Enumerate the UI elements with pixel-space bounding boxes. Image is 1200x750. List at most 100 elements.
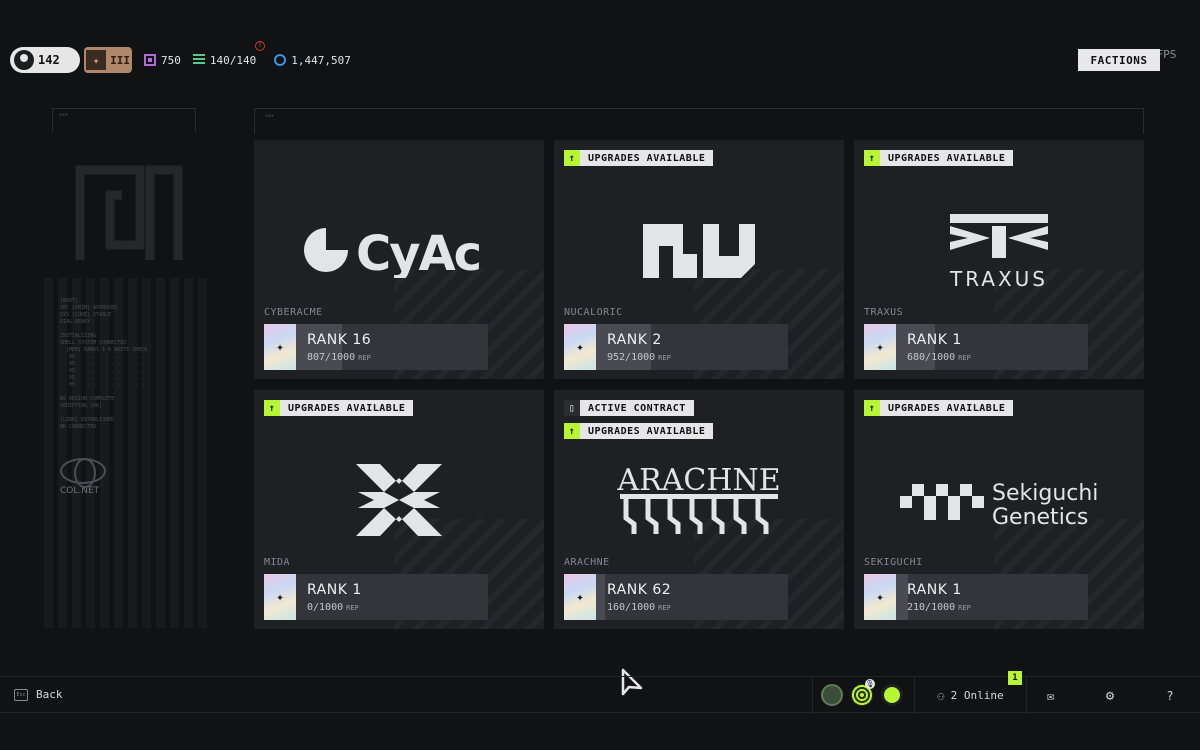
- mida-logo-icon: [356, 464, 442, 536]
- badge-label: UPGRADES AVAILABLE: [888, 152, 1006, 164]
- rank-sparkle-icon: ✦: [264, 324, 296, 370]
- rep-unit: REP: [658, 354, 671, 362]
- rank-label: RANK 2: [607, 332, 662, 348]
- prestige-icon: ✦: [86, 50, 107, 70]
- active-contract-badge: ▯ ACTIVE CONTRACT: [564, 400, 694, 416]
- arrow-up-icon: ↑: [564, 150, 580, 166]
- bottom-bar: Esc Back 🎙 ⚇ 2 Online 1 ✉ ⚙ ?: [0, 671, 1200, 714]
- faction-name: NUCALORIC: [564, 307, 623, 318]
- credits: 1,447,507: [274, 54, 351, 67]
- rep-value: 210/1000: [907, 602, 956, 613]
- mida-logo: [254, 462, 544, 538]
- rep-value: 0/1000: [307, 602, 344, 613]
- system-log-decor: [BOOT] SEC [PRIM] APPROVED SYS [CORE] ST…: [60, 298, 148, 430]
- arachne-logo-text: ARACHNE: [616, 463, 780, 498]
- player-level: 142: [38, 53, 60, 67]
- left-decor-frame: ▪▪▪: [52, 108, 196, 132]
- upgrades-available-badge: ↑ UPGRADES AVAILABLE: [864, 400, 1014, 416]
- player-avatar-icon: [14, 50, 34, 70]
- prestige-badge[interactable]: ✦ III: [84, 47, 132, 73]
- faction-name: ARACHNE: [564, 557, 610, 568]
- upgrades-available-badge: ↑ UPGRADES AVAILABLE: [564, 150, 714, 166]
- rank-label: RANK 62: [607, 582, 672, 598]
- traxus-logo-icon: TRAXUS: [949, 214, 1048, 290]
- settings-button[interactable]: ⚙: [1086, 677, 1134, 714]
- voice-icon: 🎙: [865, 679, 875, 689]
- purple-currency-icon: [144, 54, 156, 66]
- traxus-logo: TRAXUS: [854, 214, 1144, 290]
- rep-value: 160/1000: [607, 602, 656, 613]
- online-count: 2 Online: [950, 689, 1004, 702]
- online-friends: ⚇ 2 Online: [937, 689, 1003, 703]
- faction-card-nucaloric[interactable]: ↑ UPGRADES AVAILABLE NUCALORIC ✦ RANK 2 …: [554, 140, 844, 379]
- rank-label: RANK 1: [907, 332, 962, 348]
- inventory-value: 140/140: [209, 53, 257, 67]
- faction-card-sekiguchi[interactable]: ↑ UPGRADES AVAILABLE Sekiguchi Genetics …: [854, 390, 1144, 629]
- party-avatar-2[interactable]: [851, 684, 873, 706]
- decor-stripes: [44, 278, 209, 628]
- badge-label: UPGRADES AVAILABLE: [288, 402, 406, 414]
- arrow-up-icon: ↑: [864, 150, 880, 166]
- arrow-up-icon: ↑: [264, 400, 280, 416]
- rank-label: RANK 1: [307, 582, 362, 598]
- faction-name: CYBERACME: [264, 307, 323, 318]
- grid-decor-frame: ▪▪▪: [254, 108, 1144, 134]
- mail-button[interactable]: ✉: [1026, 677, 1074, 714]
- esc-key-icon: Esc: [14, 688, 28, 701]
- left-decor-panel: ▪▪▪ [BOOT] SEC [PRIM] APPROVED SYS [CORE…: [40, 108, 210, 628]
- friends-icon: ⚇: [937, 688, 945, 703]
- rank-sparkle-icon: ✦: [864, 324, 896, 370]
- party-avatar-1[interactable]: [821, 684, 843, 706]
- rep-value: 680/1000: [907, 352, 956, 363]
- inventory-icon: [192, 54, 205, 66]
- rank-label: RANK 1: [907, 582, 962, 598]
- sekiguchi-logo-icon: Sekiguchi Genetics: [900, 481, 1098, 528]
- online-friends-button[interactable]: ⚇ 2 Online: [914, 677, 1026, 714]
- faction-name: SEKIGUCHI: [864, 557, 923, 568]
- inventory-capacity: 140/140: [192, 53, 257, 67]
- party-avatars: 🎙: [812, 677, 914, 714]
- player-level-badge[interactable]: 142: [10, 47, 80, 73]
- gear-icon: ⚙: [1105, 687, 1115, 704]
- alert-icon[interactable]: !: [255, 41, 265, 51]
- nu-logo-icon: [643, 224, 755, 278]
- rank-sparkle-icon: ✦: [264, 574, 296, 620]
- upgrades-available-badge: ↑ UPGRADES AVAILABLE: [564, 423, 714, 439]
- badge-label: UPGRADES AVAILABLE: [588, 425, 706, 437]
- badge-label: UPGRADES AVAILABLE: [588, 152, 706, 164]
- rep-unit: REP: [958, 354, 971, 362]
- badge-label: ACTIVE CONTRACT: [588, 402, 686, 414]
- faction-card-mida[interactable]: ↑ UPGRADES AVAILABLE MIDA ✦ RANK 1 0/100…: [254, 390, 544, 629]
- faction-card-arachne[interactable]: ▯ ACTIVE CONTRACT ↑ UPGRADES AVAILABLE A…: [554, 390, 844, 629]
- prestige-level: III: [110, 53, 130, 67]
- factions-tab[interactable]: FACTIONS: [1078, 49, 1160, 71]
- arachne-logo: ARACHNE: [554, 462, 844, 538]
- rank-sparkle-icon: ✦: [564, 574, 596, 620]
- contract-icon: ▯: [564, 400, 580, 416]
- party-avatar-3[interactable]: [881, 684, 903, 706]
- frame-dots: ▪▪▪: [265, 113, 275, 119]
- rep-value: 807/1000: [307, 352, 356, 363]
- globe-icon: [60, 458, 106, 488]
- rank-sparkle-icon: ✦: [564, 324, 596, 370]
- upgrades-available-badge: ↑ UPGRADES AVAILABLE: [264, 400, 414, 416]
- faction-name: MIDA: [264, 557, 291, 568]
- back-button[interactable]: Esc Back: [14, 688, 63, 701]
- purple-currency-value: 750: [161, 53, 181, 67]
- purple-currency: 750: [144, 54, 181, 67]
- upgrades-available-badge: ↑ UPGRADES AVAILABLE: [864, 150, 1014, 166]
- rep-unit: REP: [958, 604, 971, 612]
- help-button[interactable]: ?: [1146, 677, 1194, 714]
- faction-name: TRAXUS: [864, 307, 904, 318]
- back-label: Back: [36, 688, 63, 701]
- cyac-logo-icon: CyAc: [304, 226, 482, 278]
- faction-card-traxus[interactable]: ↑ UPGRADES AVAILABLE TRAXUS TRAXUS ✦ RAN…: [854, 140, 1144, 379]
